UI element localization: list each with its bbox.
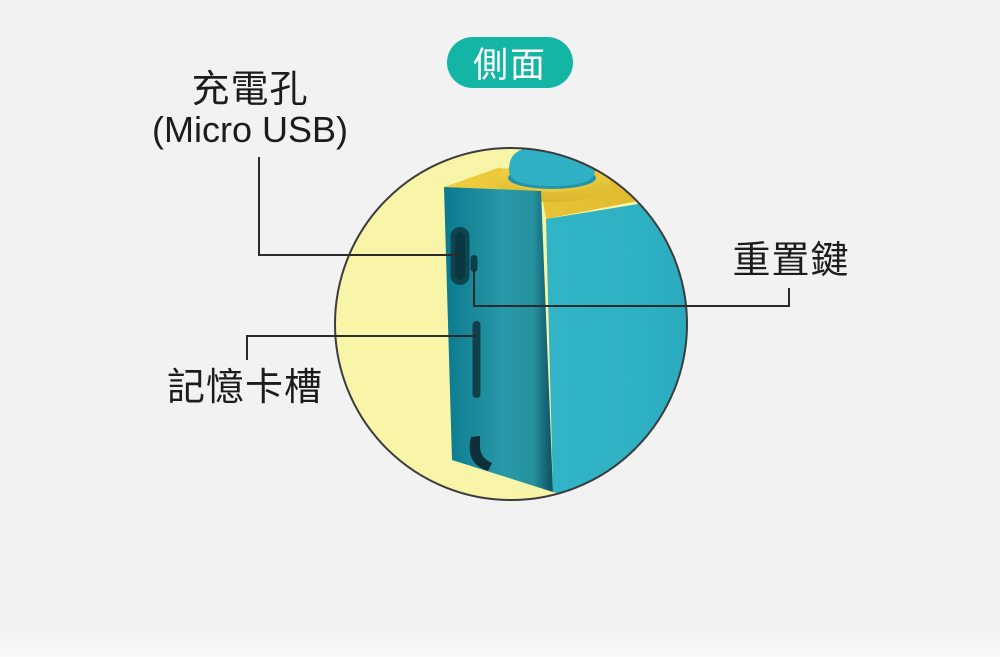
side-view-badge: 側面 — [447, 37, 573, 88]
callout-circle-outline — [334, 147, 688, 501]
leader-line-memory-card — [246, 335, 476, 360]
lanyard-notch — [469, 436, 492, 471]
side-view-badge-label: 側面 — [472, 46, 547, 85]
charging-port-label: 充電孔 (Micro USB) — [152, 70, 348, 150]
charging-port-label-line1: 充電孔 — [191, 69, 309, 111]
memory-card-slot-label: 記憶卡槽 — [166, 367, 324, 409]
reset-button-label: 重置鍵 — [732, 240, 850, 282]
charging-port-label-line2: (Micro USB) — [152, 109, 348, 150]
leader-line-reset — [473, 268, 790, 307]
bottom-fade — [0, 627, 1000, 657]
reset-hole — [470, 255, 478, 272]
memory-card-slot — [472, 321, 481, 398]
leader-line-charging-port — [258, 157, 458, 256]
micro-usb-port-inner — [455, 232, 465, 280]
device-front-face — [546, 194, 687, 500]
